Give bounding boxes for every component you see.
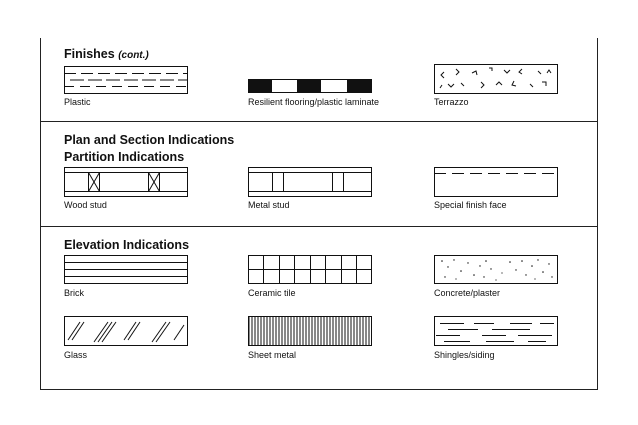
concrete-plaster-symbol	[434, 255, 558, 284]
glass-label: Glass	[64, 350, 88, 360]
sheet-metal-label: Sheet metal	[248, 350, 297, 360]
metal-stud-label: Metal stud	[248, 200, 290, 210]
section-divider	[40, 226, 597, 227]
ceramic-tile-symbol	[248, 255, 372, 284]
terrazzo-symbol	[434, 64, 558, 94]
wood-stud-label: Wood stud	[64, 200, 107, 210]
terrazzo-label: Terrazzo	[434, 97, 469, 107]
elevation-heading: Elevation Indications	[64, 238, 190, 252]
section-divider	[40, 121, 597, 122]
concrete-plaster-label: Concrete/plaster	[434, 288, 501, 298]
metal-stud-symbol	[248, 167, 372, 197]
brick-label: Brick	[64, 288, 84, 298]
shingles-siding-label: Shingles/siding	[434, 350, 495, 360]
legend-frame	[40, 38, 598, 390]
brick-symbol	[64, 255, 188, 284]
shingles-siding-symbol	[434, 316, 558, 346]
sheet-metal-symbol	[248, 316, 372, 346]
glass-symbol	[64, 316, 188, 346]
special-finish-face-label: Special finish face	[434, 200, 507, 210]
finishes-heading: Finishes (cont.)	[64, 47, 149, 61]
plastic-label: Plastic	[64, 97, 91, 107]
resilient-flooring-label: Resilient flooring/plastic laminate	[248, 97, 380, 107]
plan-section-heading: Plan and Section Indications	[64, 133, 235, 147]
resilient-flooring-symbol	[248, 79, 372, 93]
partition-heading: Partition Indications	[64, 150, 185, 164]
special-finish-face-symbol	[434, 167, 558, 197]
plastic-symbol	[64, 66, 188, 94]
wood-stud-symbol	[64, 167, 188, 197]
ceramic-tile-label: Ceramic tile	[248, 288, 296, 298]
